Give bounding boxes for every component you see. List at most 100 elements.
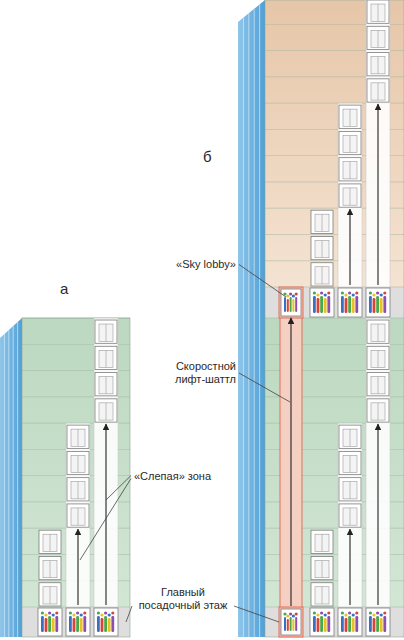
lobby-cell [94, 608, 118, 636]
elevator-car [39, 530, 61, 553]
passenger-head [376, 291, 379, 294]
elevator-car [95, 346, 117, 369]
passenger-head [372, 613, 375, 616]
shuttle-shaft [280, 316, 302, 608]
passenger-head [383, 611, 386, 614]
passenger [292, 299, 294, 312]
passenger-head [352, 293, 355, 296]
zone [22, 607, 130, 637]
elevator-car [339, 131, 361, 154]
passenger [327, 296, 330, 313]
lobby-cell [310, 288, 334, 317]
passenger-head [316, 613, 319, 616]
passenger [284, 297, 286, 312]
passenger [373, 618, 376, 632]
leader-line [239, 265, 286, 298]
leader-line [80, 479, 131, 561]
passenger [73, 618, 76, 632]
passenger-head [383, 291, 386, 294]
passenger-head [48, 611, 51, 614]
elevator-car [339, 504, 361, 527]
elevator-car [339, 158, 361, 181]
elevator-shaft [94, 318, 118, 607]
elevator-car [339, 425, 361, 448]
passenger-head [369, 291, 372, 294]
passenger [324, 298, 327, 313]
travel-arrow [290, 318, 291, 606]
passenger [352, 298, 355, 313]
passenger [48, 616, 51, 632]
elevator-car [67, 504, 89, 527]
passenger-head [44, 613, 47, 616]
passenger [55, 616, 58, 632]
passenger [287, 299, 289, 312]
passenger-head [76, 611, 79, 614]
passenger [383, 296, 386, 313]
passenger [97, 616, 100, 632]
side-face [238, 0, 265, 637]
side-line [243, 18, 244, 637]
passenger-head [80, 613, 83, 616]
passenger [52, 618, 55, 632]
elevator-car [367, 79, 389, 102]
passenger [108, 618, 111, 632]
passenger-head [108, 613, 111, 616]
elevator-car [95, 320, 117, 343]
passenger [295, 297, 297, 312]
lobby-cell [310, 608, 334, 636]
passenger [83, 616, 86, 632]
passenger [327, 616, 330, 632]
elevator-car [67, 451, 89, 474]
passenger-head [286, 294, 289, 297]
elevator-car [67, 478, 89, 501]
elevator-shaft [66, 423, 90, 607]
passenger [355, 296, 358, 313]
elevator-car [311, 583, 333, 606]
travel-arrow [377, 424, 378, 605]
zone [22, 318, 130, 607]
elevator-car [367, 346, 389, 369]
elevator-shaft [338, 103, 362, 287]
travel-arrow [349, 209, 350, 285]
elevator-car [367, 399, 389, 422]
passenger-head [41, 611, 44, 614]
passenger-head [316, 293, 319, 296]
lobby-cell [338, 288, 362, 317]
passenger [111, 616, 114, 632]
passenger-head [72, 613, 75, 616]
travel-arrow [377, 104, 378, 285]
passenger-head [295, 292, 298, 295]
passenger-head [380, 613, 383, 616]
passenger [313, 296, 316, 313]
passenger-head [341, 611, 344, 614]
elevator-shaft [366, 318, 390, 607]
passenger-head [292, 294, 295, 297]
passenger [383, 616, 386, 632]
passenger [101, 618, 104, 632]
passenger-head [324, 613, 327, 616]
passenger-head [344, 293, 347, 296]
elevator-car [339, 478, 361, 501]
building-letter: б [203, 148, 212, 165]
passenger-head [327, 291, 330, 294]
zone [265, 607, 404, 637]
passenger [352, 618, 355, 632]
passenger [380, 618, 383, 632]
passenger [376, 616, 379, 632]
passenger-head [55, 611, 58, 614]
side-line [259, 4, 260, 637]
side-line [4, 334, 5, 637]
leader-line [239, 373, 290, 402]
elevator-shaft [366, 0, 390, 287]
passenger [317, 298, 320, 313]
elevator-car [311, 210, 333, 233]
passenger-head [97, 611, 100, 614]
passenger [76, 616, 79, 632]
passenger-head [104, 611, 107, 614]
passenger [345, 298, 348, 313]
lobby-cell [281, 289, 301, 316]
passenger-head [289, 612, 292, 615]
passenger [355, 616, 358, 632]
lobby-cell [366, 288, 390, 317]
passenger [320, 616, 323, 632]
